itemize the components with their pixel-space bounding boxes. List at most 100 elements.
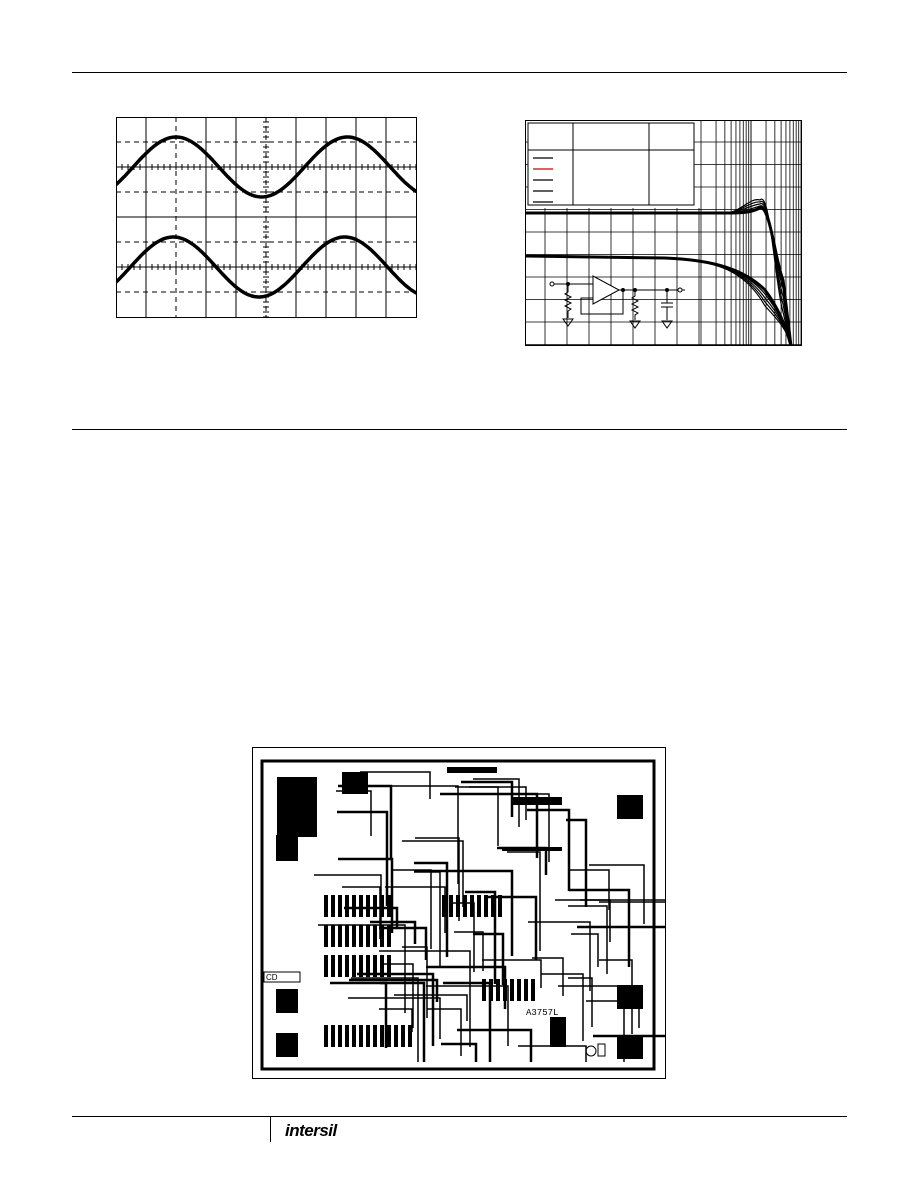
die-trace bbox=[380, 981, 426, 1062]
die-transistor bbox=[463, 895, 467, 917]
die-trace bbox=[507, 851, 541, 951]
die-trace bbox=[427, 1008, 462, 1056]
die-transistor bbox=[387, 925, 391, 947]
test-circuit-schematic bbox=[549, 275, 685, 329]
die-transistor bbox=[531, 979, 535, 1001]
die-trace bbox=[482, 959, 542, 988]
die-trace bbox=[385, 886, 446, 933]
die-trace bbox=[486, 895, 538, 960]
die-block bbox=[512, 797, 562, 805]
die-transistor bbox=[338, 955, 342, 977]
die-trace bbox=[570, 869, 610, 910]
scope-capture-figure bbox=[116, 117, 417, 318]
die-trace bbox=[414, 861, 449, 957]
die-trace bbox=[589, 864, 645, 924]
die-trace bbox=[571, 933, 599, 967]
die-transistor bbox=[498, 895, 502, 917]
die-layout-figure: CD A3757L bbox=[252, 747, 666, 1079]
die-transistor bbox=[442, 895, 446, 917]
die-transistor bbox=[352, 955, 356, 977]
bond-pads bbox=[276, 772, 643, 1059]
die-transistor bbox=[456, 895, 460, 917]
die-trace bbox=[541, 973, 584, 1041]
freq-curve-bottom-5 bbox=[525, 255, 792, 346]
die-transistor bbox=[345, 955, 349, 977]
die-trace bbox=[566, 818, 588, 907]
die-transistor bbox=[366, 895, 370, 917]
die-transistor bbox=[352, 1025, 356, 1047]
die-trace bbox=[440, 792, 539, 858]
die-trace bbox=[599, 959, 633, 1034]
part-marking: A3757L bbox=[526, 1008, 558, 1018]
pad-label: CD bbox=[266, 973, 278, 982]
die-transistor bbox=[517, 979, 521, 1001]
scope-trace-2 bbox=[116, 235, 417, 299]
die-transistor bbox=[380, 895, 384, 917]
die-trace bbox=[415, 837, 460, 921]
die-transistor bbox=[482, 979, 486, 1001]
die-transistor bbox=[331, 895, 335, 917]
die-trace bbox=[461, 780, 514, 817]
freq-curve-top-5 bbox=[525, 198, 792, 346]
die-transistor bbox=[387, 1025, 391, 1047]
die-transistor bbox=[373, 1025, 377, 1047]
die-transistor bbox=[387, 895, 391, 917]
die-transistor bbox=[380, 925, 384, 947]
die-transistor bbox=[366, 1025, 370, 1047]
die-transistor bbox=[484, 895, 488, 917]
die-transistor bbox=[324, 925, 328, 947]
header-rule bbox=[72, 72, 847, 73]
die-transistor bbox=[345, 925, 349, 947]
die-transistor bbox=[470, 895, 474, 917]
footer-rule bbox=[72, 1116, 847, 1117]
die-transistor bbox=[359, 895, 363, 917]
die-trace bbox=[532, 957, 564, 996]
die-transistor bbox=[345, 1025, 349, 1047]
die-transistor bbox=[394, 1025, 398, 1047]
die-transistor bbox=[449, 895, 453, 917]
freq-plot bbox=[525, 120, 802, 346]
footer-separator bbox=[270, 1117, 271, 1142]
die-transistor bbox=[510, 979, 514, 1001]
die-trace bbox=[473, 778, 520, 827]
die-transistor bbox=[338, 925, 342, 947]
die-trace bbox=[457, 1028, 533, 1062]
die-trace bbox=[426, 985, 509, 1046]
die-transistor bbox=[324, 895, 328, 917]
die-transistor bbox=[338, 895, 342, 917]
frequency-response-figure bbox=[525, 120, 802, 346]
die-trace bbox=[338, 857, 394, 933]
die-trace bbox=[569, 888, 631, 967]
die-transistor bbox=[352, 895, 356, 917]
die-trace bbox=[370, 920, 417, 944]
die-trace bbox=[363, 785, 459, 884]
die-transistor bbox=[387, 955, 391, 977]
die-transistor bbox=[331, 925, 335, 947]
scope-trace-1 bbox=[116, 135, 417, 199]
die-trace bbox=[577, 925, 666, 929]
die-transistor bbox=[373, 925, 377, 947]
freq-curve-top-1 bbox=[525, 206, 793, 346]
die-block bbox=[277, 777, 317, 837]
freq-curve-top-4 bbox=[525, 201, 792, 346]
die-trace bbox=[473, 932, 505, 985]
die-trace bbox=[568, 977, 593, 1027]
die-trace bbox=[518, 1045, 587, 1062]
intersil-logo: intersil bbox=[285, 1121, 337, 1141]
die-trace bbox=[351, 977, 419, 1062]
die-transistor bbox=[352, 925, 356, 947]
die-trace bbox=[469, 786, 527, 820]
die-transistor bbox=[408, 1025, 412, 1047]
die-trace bbox=[527, 808, 571, 891]
die-transistor bbox=[373, 955, 377, 977]
freq-curve-top-2 bbox=[525, 205, 792, 346]
die-trace bbox=[379, 950, 471, 1047]
copyright-mark bbox=[585, 1043, 606, 1057]
die-transistor bbox=[489, 979, 493, 1001]
die-trace bbox=[342, 886, 381, 939]
pad-label-box: CD bbox=[263, 971, 301, 983]
die-transistor bbox=[524, 979, 528, 1001]
die-block bbox=[550, 1017, 566, 1047]
die-trace bbox=[349, 978, 439, 1002]
die-trace bbox=[454, 931, 484, 971]
